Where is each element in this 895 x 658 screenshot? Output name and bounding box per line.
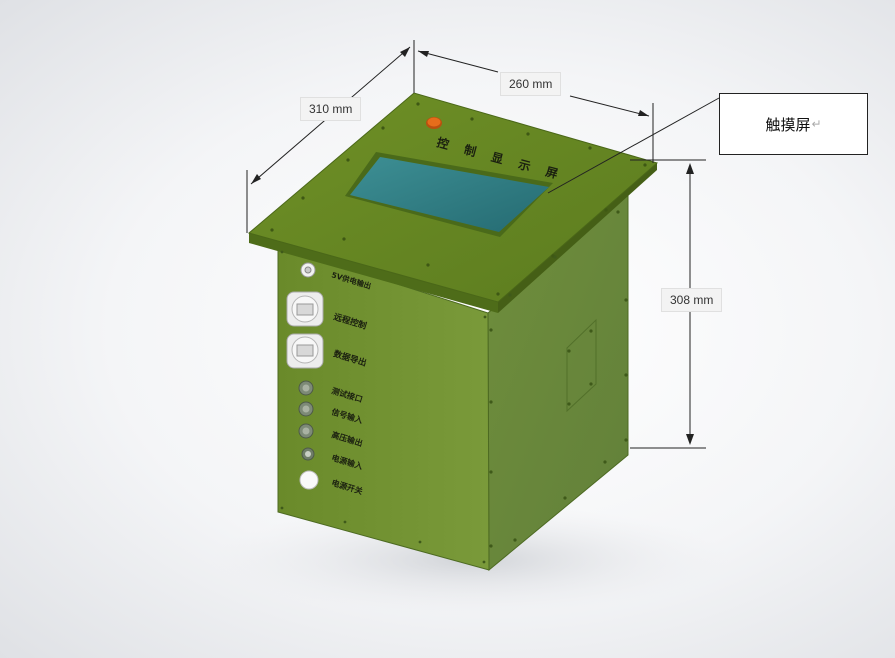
top-plate-edge-right (498, 163, 657, 313)
top-screws (270, 102, 647, 296)
return-mark-icon: ↵ (811, 117, 822, 131)
dimension-lines (246, 40, 720, 449)
touch-screen-callout: 触摸屏↵ (719, 93, 868, 155)
side-access-panel (566, 318, 597, 413)
callout-text: 触摸屏 (765, 115, 811, 134)
side-screws (489, 210, 628, 548)
connector-data-export (286, 333, 324, 369)
connector-hv-output (298, 423, 314, 439)
top-plate-edge-front (249, 233, 498, 313)
emergency-button (427, 117, 441, 127)
connector-power-input (301, 447, 315, 461)
connector-5v-output (300, 262, 316, 278)
dimension-arrows (251, 47, 694, 445)
dimension-width-label: 260 mm (500, 72, 562, 96)
connector-signal-input (298, 401, 314, 417)
dimension-depth-label: 310 mm (300, 97, 362, 121)
front-screws (280, 250, 487, 564)
touch-screen (350, 157, 549, 232)
enclosure-front-face (277, 245, 490, 571)
connector-remote-control (286, 291, 324, 327)
power-switch (299, 470, 319, 490)
connector-test-port (298, 380, 314, 396)
dimension-height-label: 308 mm (661, 288, 723, 312)
